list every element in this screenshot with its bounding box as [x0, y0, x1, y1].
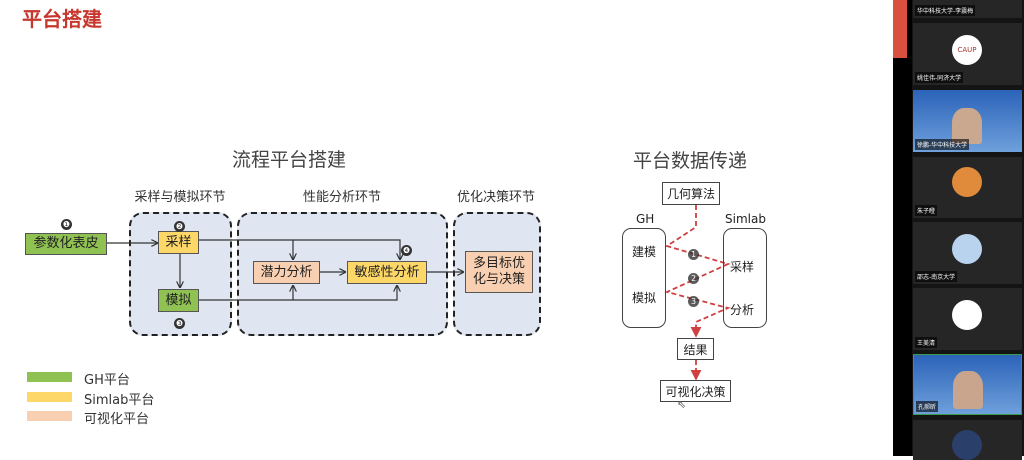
slide-title: 平台搭建: [22, 7, 102, 31]
flow-heading: 流程平台搭建: [231, 149, 347, 171]
step-marker: ❷: [174, 221, 185, 232]
section-label: 性能分析环节: [302, 190, 382, 205]
video-person: [952, 108, 982, 144]
geometry-algorithm-box: 几何算法: [662, 182, 720, 205]
participant-name: 王美清: [915, 337, 938, 348]
participant-tile[interactable]: 朱子瞪: [913, 157, 1022, 218]
simlab-label: Simlab: [725, 212, 766, 226]
visual-decision-box: 可视化决策: [660, 380, 731, 402]
participant-panel: 华中科技大学-李震梅 CAUP 姚佳伟-同济大学 徐鹏-华中科技大学 朱子瞪 邵…: [912, 0, 1024, 460]
legend-swatch-gh: [27, 372, 72, 382]
gh-container: [622, 228, 666, 328]
step-marker: 1: [688, 249, 699, 260]
legend-swatch-visual: [27, 411, 72, 421]
step-marker: 3: [688, 296, 699, 307]
gh-label: GH: [636, 212, 655, 226]
simlab-container: [723, 228, 767, 328]
mouse-cursor-icon: ⇖: [677, 398, 687, 411]
participant-name: 朱子瞪: [915, 205, 938, 216]
avatar: CAUP: [952, 35, 982, 65]
participant-name: 姚佳伟-同济大学: [915, 72, 964, 83]
avatar: [952, 167, 982, 197]
slide: 平台搭建 流程平台搭建 采样与模拟环节 性能分析环节 优化决策环节 参数化表皮 …: [22, 7, 767, 427]
scroll-indicator[interactable]: [893, 0, 907, 58]
divider: [893, 0, 912, 456]
legend-label: GH平台: [84, 373, 130, 388]
participant-name: 徐鹏-华中科技大学: [915, 139, 970, 150]
participant-tile[interactable]: CAUP 姚佳伟-同济大学: [913, 23, 1022, 85]
data-flow-heading: 平台数据传递: [632, 150, 748, 172]
step-marker: 2: [688, 273, 699, 284]
step-marker: ❶: [61, 219, 72, 230]
participant-tile[interactable]: 王美清: [913, 288, 1022, 350]
node-multi-objective: 多目标优化与决策: [465, 251, 533, 293]
node-sampling: 采样: [158, 231, 199, 254]
avatar: [952, 234, 982, 264]
participant-video[interactable]: 孔郝昕: [913, 354, 1022, 415]
node-parametric-skin: 参数化表皮: [25, 233, 107, 255]
participant-tile[interactable]: 华中科技大学-李震梅: [913, 0, 1022, 18]
video-person: [953, 371, 983, 409]
simlab-item: 分析: [730, 303, 755, 317]
gh-item: 建模: [632, 245, 657, 259]
avatar: [952, 430, 982, 460]
node-sensitivity-analysis: 敏感性分析: [347, 261, 427, 284]
participant-tile[interactable]: 邵志-南京大学: [913, 222, 1022, 284]
avatar: [952, 300, 982, 330]
section-label: 采样与模拟环节: [134, 190, 226, 205]
participant-name: 孔郝昕: [916, 401, 939, 412]
participant-name: 华中科技大学-李震梅: [915, 5, 976, 16]
legend-swatch-simlab: [27, 392, 72, 402]
node-potential-analysis: 潜力分析: [253, 261, 320, 284]
legend-label: 可视化平台: [84, 412, 150, 427]
participant-video[interactable]: 徐鹏-华中科技大学: [913, 90, 1022, 152]
legend-label: Simlab平台: [84, 393, 155, 408]
section-label: 优化决策环节: [456, 190, 536, 205]
participant-name: 邵志-南京大学: [915, 271, 958, 282]
node-simulation: 模拟: [158, 289, 199, 312]
step-marker: ❹: [401, 245, 412, 256]
participant-tile[interactable]: [913, 420, 1022, 460]
step-marker: ❸: [174, 318, 185, 329]
result-box: 结果: [677, 338, 714, 360]
simlab-item: 采样: [730, 260, 755, 274]
gh-item: 模拟: [632, 291, 657, 305]
